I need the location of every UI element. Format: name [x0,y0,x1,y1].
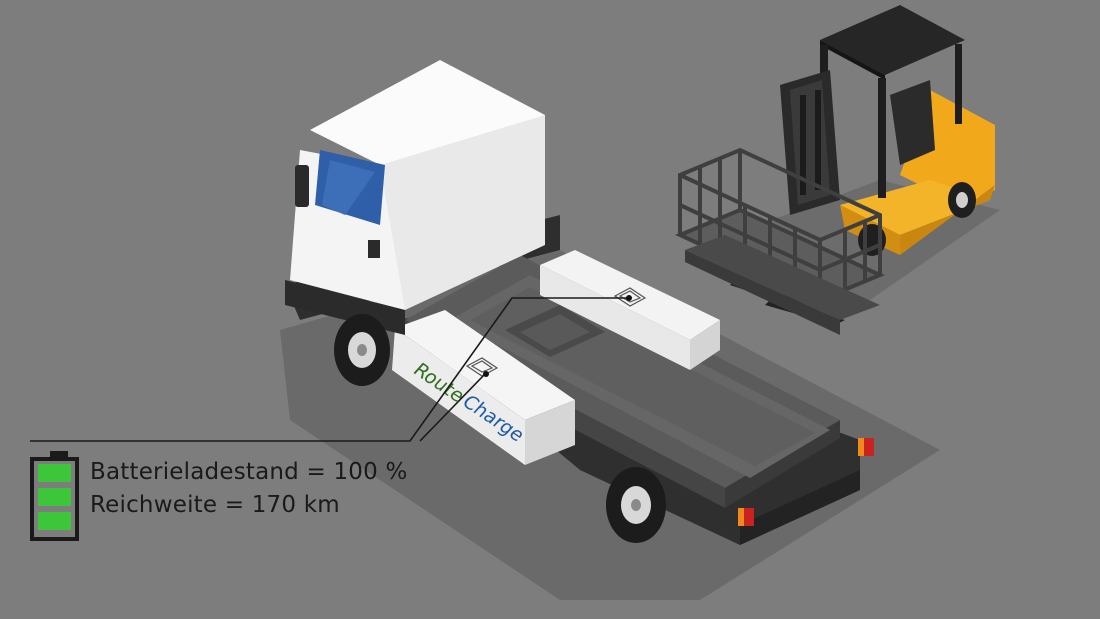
side-mirror [295,165,309,207]
callout-dot-bottom [483,371,489,377]
battery-cell [38,464,71,482]
callout-dot-top [626,295,632,301]
battery-charge-text: Batterieladestand = 100 % [90,459,408,485]
pallet-base [685,235,880,320]
callout-lines [30,297,629,442]
battery-cell [38,488,71,506]
pallet-base-front [685,250,840,335]
battery-box-front [392,328,525,465]
cab-roof [310,60,545,165]
range-text: Reichweite = 170 km [90,492,340,518]
battery-cell [38,512,71,530]
truck [285,60,874,545]
battery-icon [30,451,79,541]
battery-level-fill [38,464,71,530]
cab-side [380,115,545,310]
charging-pad-icon [465,287,647,377]
